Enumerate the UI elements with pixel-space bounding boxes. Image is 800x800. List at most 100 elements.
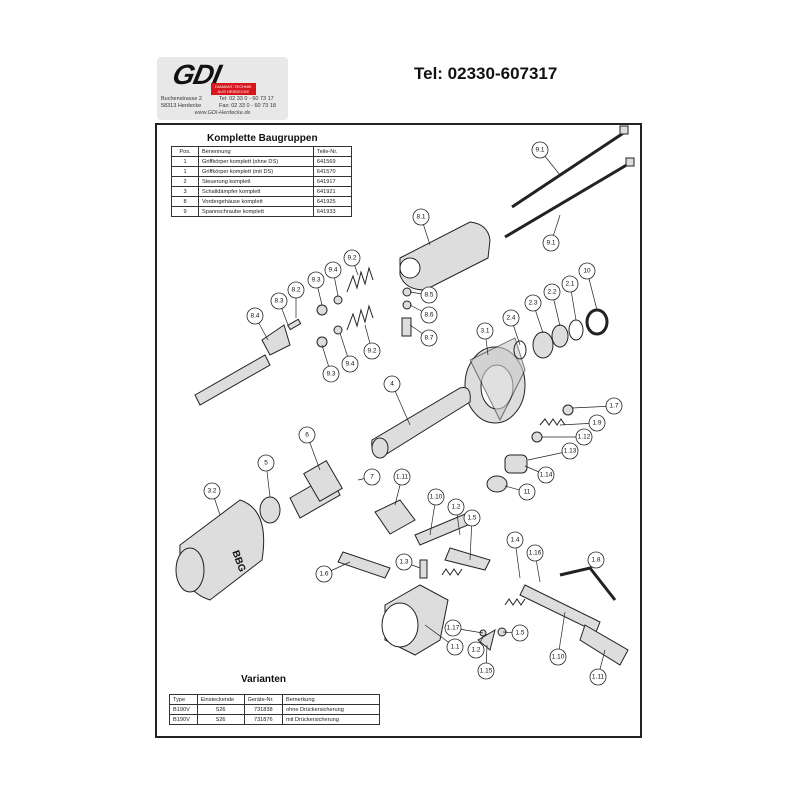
part-number-label: 9.3 [311, 277, 320, 284]
callout-circle [477, 662, 495, 680]
part-callout: 8.4 [246, 307, 269, 341]
part-number-label: 9.1 [546, 240, 555, 247]
part-callout: 8.5 [409, 286, 438, 304]
callout-circle [395, 553, 413, 571]
callout-circle [537, 466, 555, 484]
callout-circle [257, 454, 275, 472]
callout-circle [363, 468, 381, 486]
table-cell: 731876 [243, 714, 284, 725]
part-number-label: 6 [305, 432, 309, 439]
part-callout: 3.1 [476, 322, 494, 356]
part-number-label: 9.1 [535, 147, 544, 154]
part-number-label: 1.6 [319, 571, 328, 578]
part-callout: 1.5 [502, 624, 529, 642]
tension-bolt-upper [511, 125, 629, 209]
callout-circle [446, 638, 464, 656]
part-callout: 1.17 [444, 619, 484, 637]
callout-circle [526, 544, 544, 562]
callout-circle [287, 281, 305, 299]
front-housing [399, 221, 491, 291]
part-callout: 9.2 [363, 324, 381, 360]
part-callout: 9.3 [321, 344, 340, 383]
part-number-label: 9.2 [367, 348, 376, 355]
part-number-label: 1.13 [564, 448, 577, 455]
part-number-label: 8.1 [416, 214, 425, 221]
part-callout: 1.3 [395, 553, 421, 571]
part-callout: 9.2 [343, 249, 361, 276]
part-number-label: 1.11 [396, 474, 409, 481]
part-number-label: 1.10 [552, 654, 565, 661]
part-callout: 4 [383, 375, 411, 426]
part-callout: 10 [578, 262, 598, 311]
callout-circle [420, 286, 438, 304]
part-number-label: 8.4 [250, 313, 259, 320]
callout-circle [412, 208, 430, 226]
spring-lower [346, 304, 374, 331]
callout-circle [363, 342, 381, 360]
callout-circle [518, 483, 536, 501]
part-number-label: 4 [390, 381, 394, 388]
callout-circle [420, 329, 438, 347]
callout-circle [343, 249, 361, 267]
part-callout: 8.3 [270, 292, 289, 326]
telephone-number: Tel: 02330-607317 [414, 64, 558, 83]
part-number-label: 1.2 [471, 647, 480, 654]
part-number-label: 2.3 [528, 300, 537, 307]
callout-circle [587, 551, 605, 569]
part-callout: 1.10 [427, 488, 445, 536]
callout-circle [549, 648, 567, 666]
callout-circle [307, 271, 325, 289]
part-number-label: 1.17 [447, 625, 460, 632]
callout-circle [324, 261, 342, 279]
tension-bolt-lower [504, 157, 635, 239]
logo-website: www.GDI-Herdecke.de [194, 110, 251, 116]
callout-circle [463, 509, 481, 527]
callout-circle [542, 234, 560, 252]
part-callout: 11 [504, 483, 536, 501]
callout-circle [502, 309, 520, 327]
part-number-label: 1.2 [451, 504, 460, 511]
part-callout: 1.6 [315, 561, 351, 583]
callout-circle [315, 565, 333, 583]
part-callout: 3.2 [203, 482, 221, 516]
part-number-label: 9.4 [328, 267, 337, 274]
part-number-label: 1.5 [515, 630, 524, 637]
drawing-frame [155, 123, 642, 738]
part-callout: 1.2 [467, 636, 485, 659]
part-number-label: 3.1 [480, 328, 489, 335]
callout-circle [543, 283, 561, 301]
part-number-label: 3.2 [207, 488, 216, 495]
callout-circle [393, 468, 411, 486]
part-callout: 9.1 [542, 214, 561, 252]
part-number-label: 8.2 [291, 287, 300, 294]
part-number-label: 1.5 [467, 515, 476, 522]
flat-bar [337, 551, 391, 579]
part-callout: 9.4 [324, 261, 342, 297]
part-callout: 1.1 [424, 624, 464, 656]
part-callout: 1.7 [571, 397, 623, 415]
part-number-label: 1.3 [399, 559, 408, 566]
part-number-label: 11 [524, 489, 531, 496]
part-callout: 1.2 [447, 498, 465, 536]
callout-circle [383, 375, 401, 393]
part-number-label: 2.2 [547, 289, 556, 296]
part-callout: 1.4 [506, 531, 524, 579]
callout-circle [476, 322, 494, 340]
part-number-label: 1.16 [529, 550, 542, 557]
part-number-label: 5 [264, 460, 268, 467]
part-callout: 9.1 [531, 141, 561, 176]
callout-circle [561, 275, 579, 293]
callout-circle [270, 292, 288, 310]
part-number-label: 8.3 [274, 298, 283, 305]
part-number-label: 1.9 [592, 420, 601, 427]
part-number-label: 2.4 [506, 315, 515, 322]
callout-circle [203, 482, 221, 500]
trigger-lever [194, 354, 271, 406]
part-callout: 9.4 [339, 332, 359, 373]
part-callout: 8.6 [409, 304, 438, 324]
